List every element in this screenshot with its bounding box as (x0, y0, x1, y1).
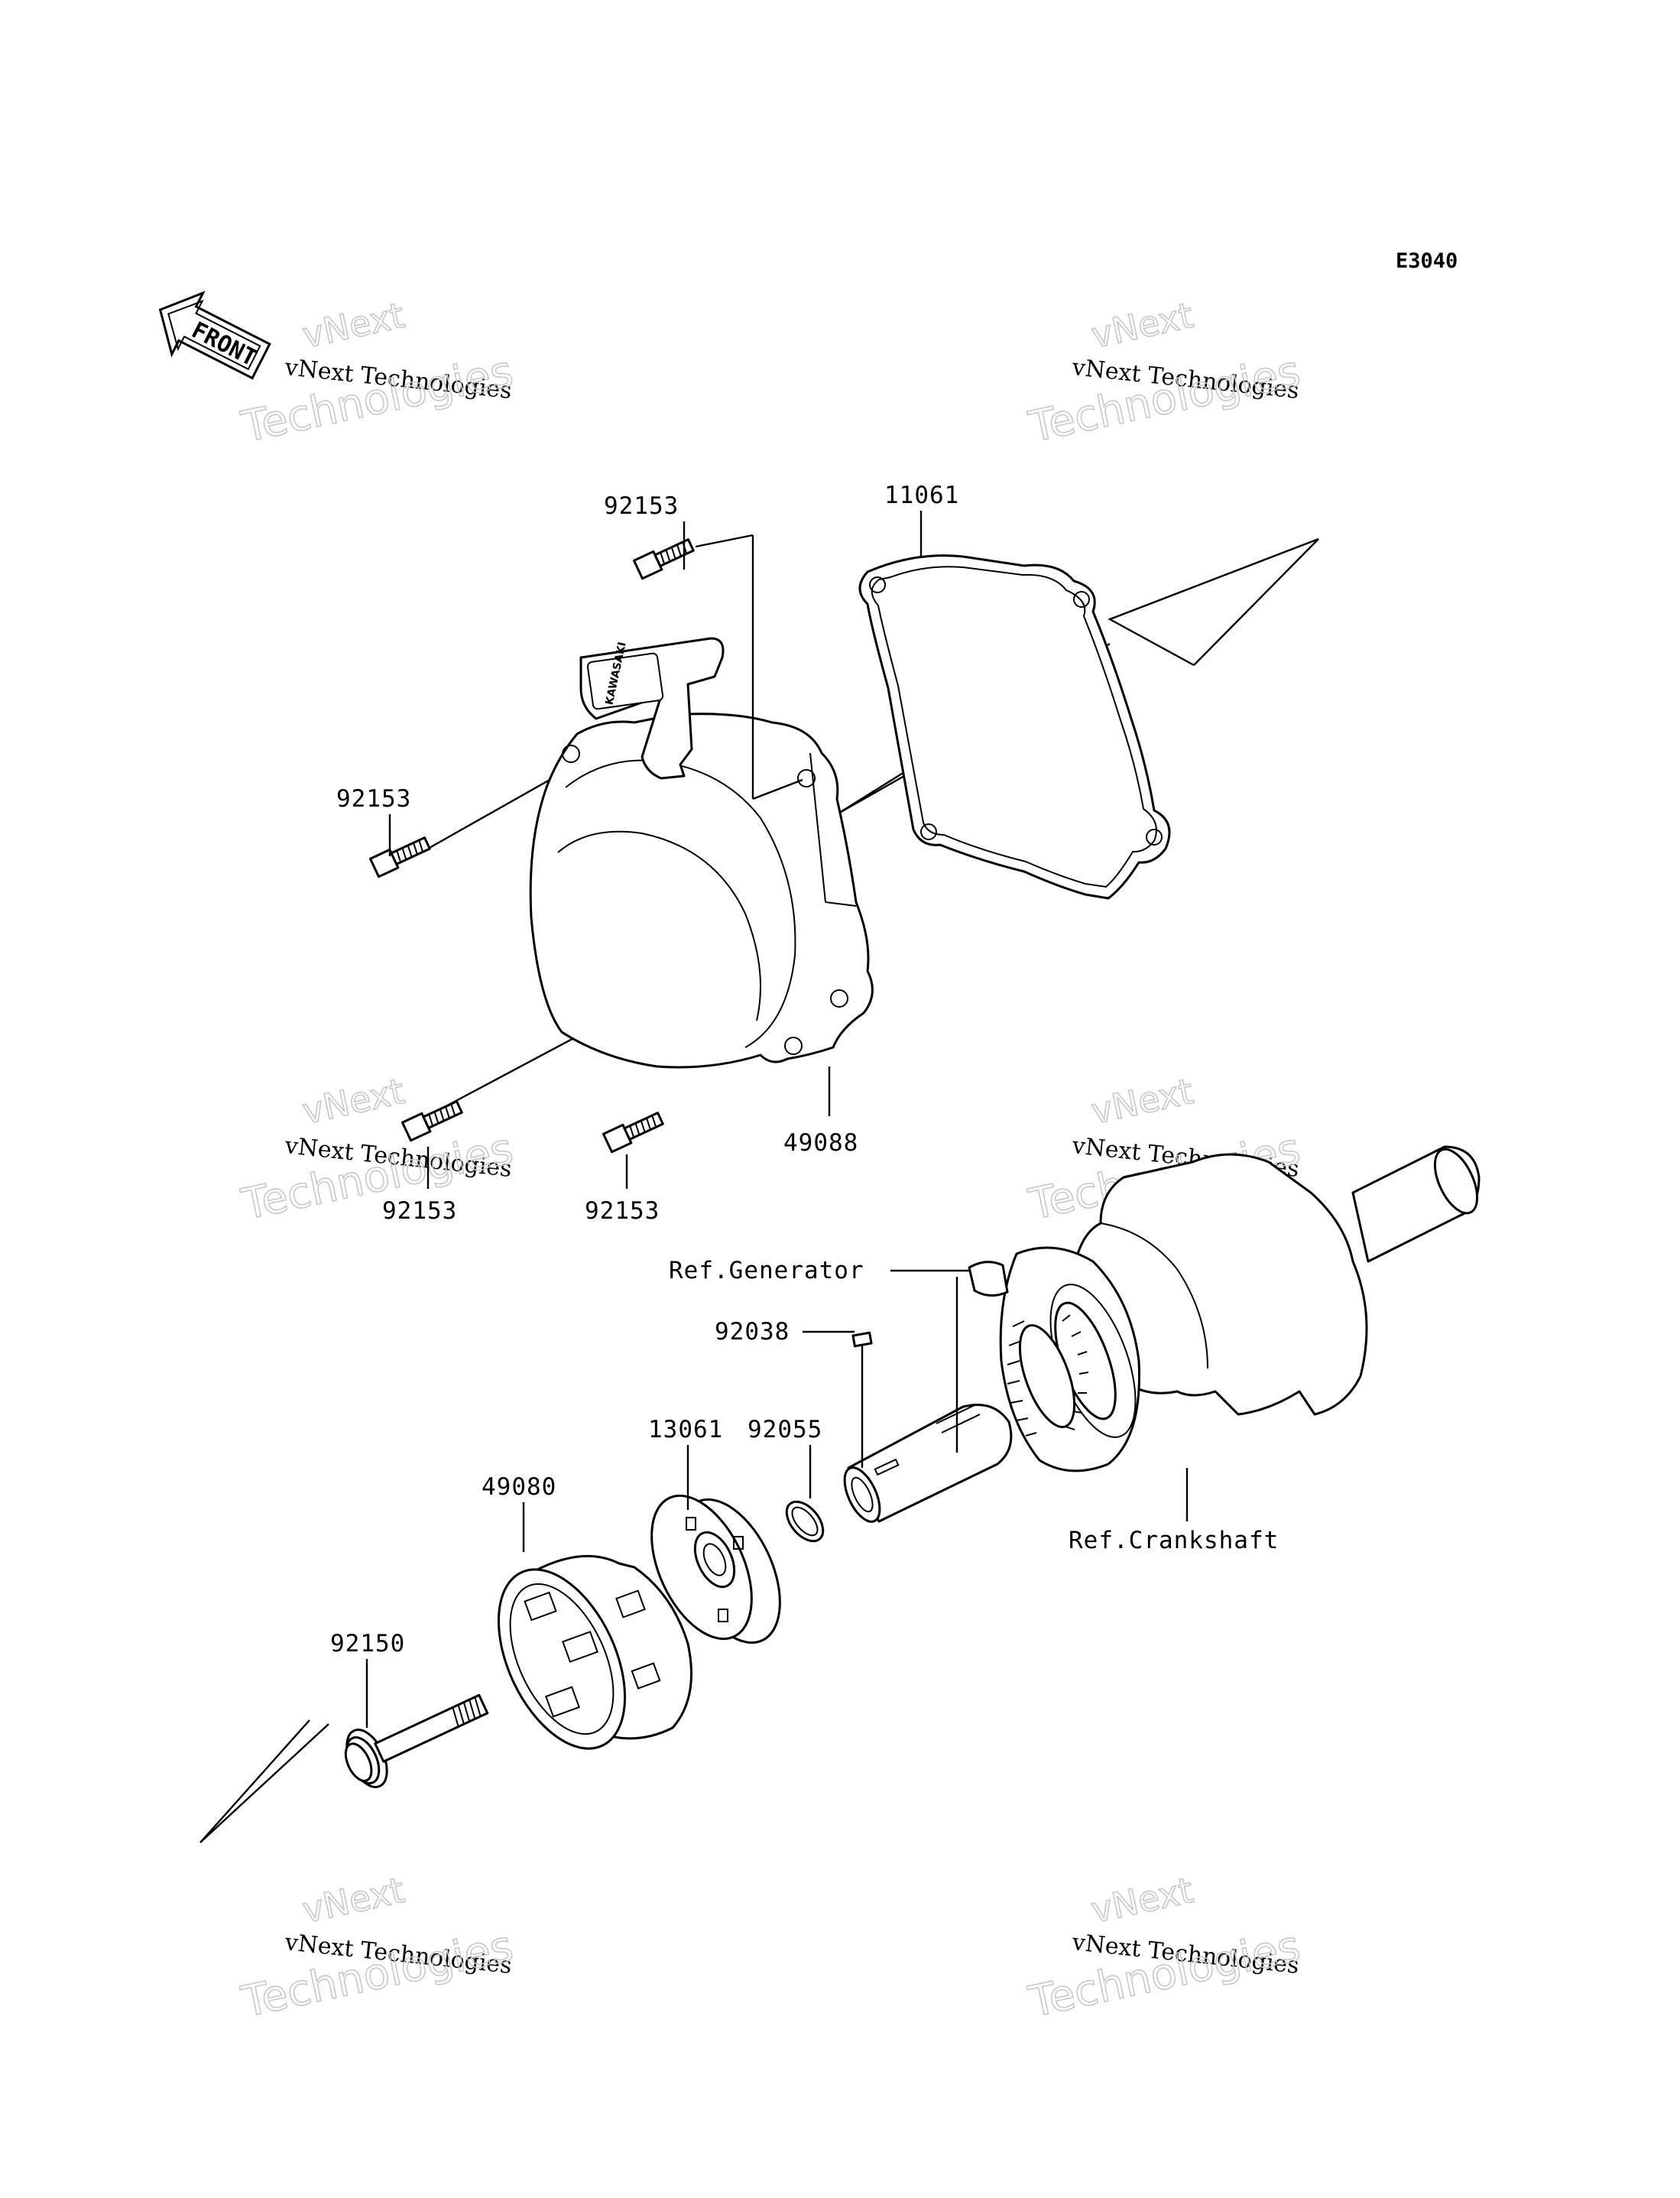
svg-text:Technologies: Technologies (237, 346, 517, 453)
watermark-middle-left: vNext vNext Technologies Technologies (237, 1070, 518, 1231)
oring-part-icon (785, 1500, 825, 1543)
svg-text:vNext: vNext (1088, 1869, 1197, 1931)
label-key: 92038 (715, 1318, 790, 1346)
label-cover: 49088 (783, 1129, 858, 1157)
label-pulley: 13061 (648, 1416, 723, 1443)
bolt-bottom-left-part-icon (401, 1100, 463, 1142)
svg-text:vNext: vNext (299, 1869, 408, 1931)
diagram-code: E3040 (1396, 249, 1458, 273)
cup-part-icon (497, 1554, 692, 1750)
woodruff-key-part-icon (968, 1261, 1009, 1297)
label-ref-generator: Ref.Generator (669, 1257, 864, 1284)
svg-text:vNext: vNext (1088, 294, 1197, 356)
label-bolt-bottom-left: 92153 (382, 1197, 457, 1225)
watermark-bottom-right: vNext vNext Technologies Technologies (1024, 1868, 1305, 2028)
front-arrow-icon: FRONT (158, 291, 271, 380)
crankshaft-part-icon (843, 1145, 1481, 1523)
label-flange-bolt: 92150 (330, 1630, 405, 1657)
svg-text:vNext: vNext (299, 294, 408, 356)
svg-text:Technologies: Technologies (1024, 1921, 1304, 2028)
svg-text:Technologies: Technologies (237, 1124, 517, 1230)
svg-text:Technologies: Technologies (237, 1921, 517, 2028)
watermark-bottom-left: vNext vNext Technologies Technologies (237, 1868, 518, 2028)
bolt-top-part-icon (633, 538, 695, 580)
flange-bolt-part-icon (344, 1693, 489, 1788)
key-part-icon (851, 1331, 873, 1348)
label-oring: 92055 (748, 1416, 822, 1443)
label-bolt-left: 92153 (336, 785, 411, 813)
svg-text:vNext: vNext (299, 1070, 408, 1132)
bolt-left-part-icon (369, 836, 431, 878)
label-cup: 49080 (482, 1473, 556, 1501)
pulley-part-icon (650, 1494, 781, 1644)
bolt-bottom-mid-part-icon (602, 1112, 664, 1154)
label-bolt-bottom-mid: 92153 (585, 1197, 660, 1225)
label-ref-crankshaft: Ref.Crankshaft (1069, 1527, 1279, 1554)
watermark-top-right: vNext vNext Technologies Technologies (1024, 294, 1305, 453)
leader-lines (365, 511, 1189, 1728)
label-gasket: 11061 (884, 482, 959, 509)
gasket-part-icon (858, 554, 1171, 900)
starter-cover-part-icon: KAWASAKI (529, 637, 874, 1069)
watermark-top-left: vNext vNext Technologies Technologies (237, 294, 518, 453)
svg-text:vNext: vNext (1088, 1070, 1197, 1132)
label-bolt-top: 92153 (604, 492, 679, 520)
svg-text:Technologies: Technologies (1024, 346, 1304, 453)
